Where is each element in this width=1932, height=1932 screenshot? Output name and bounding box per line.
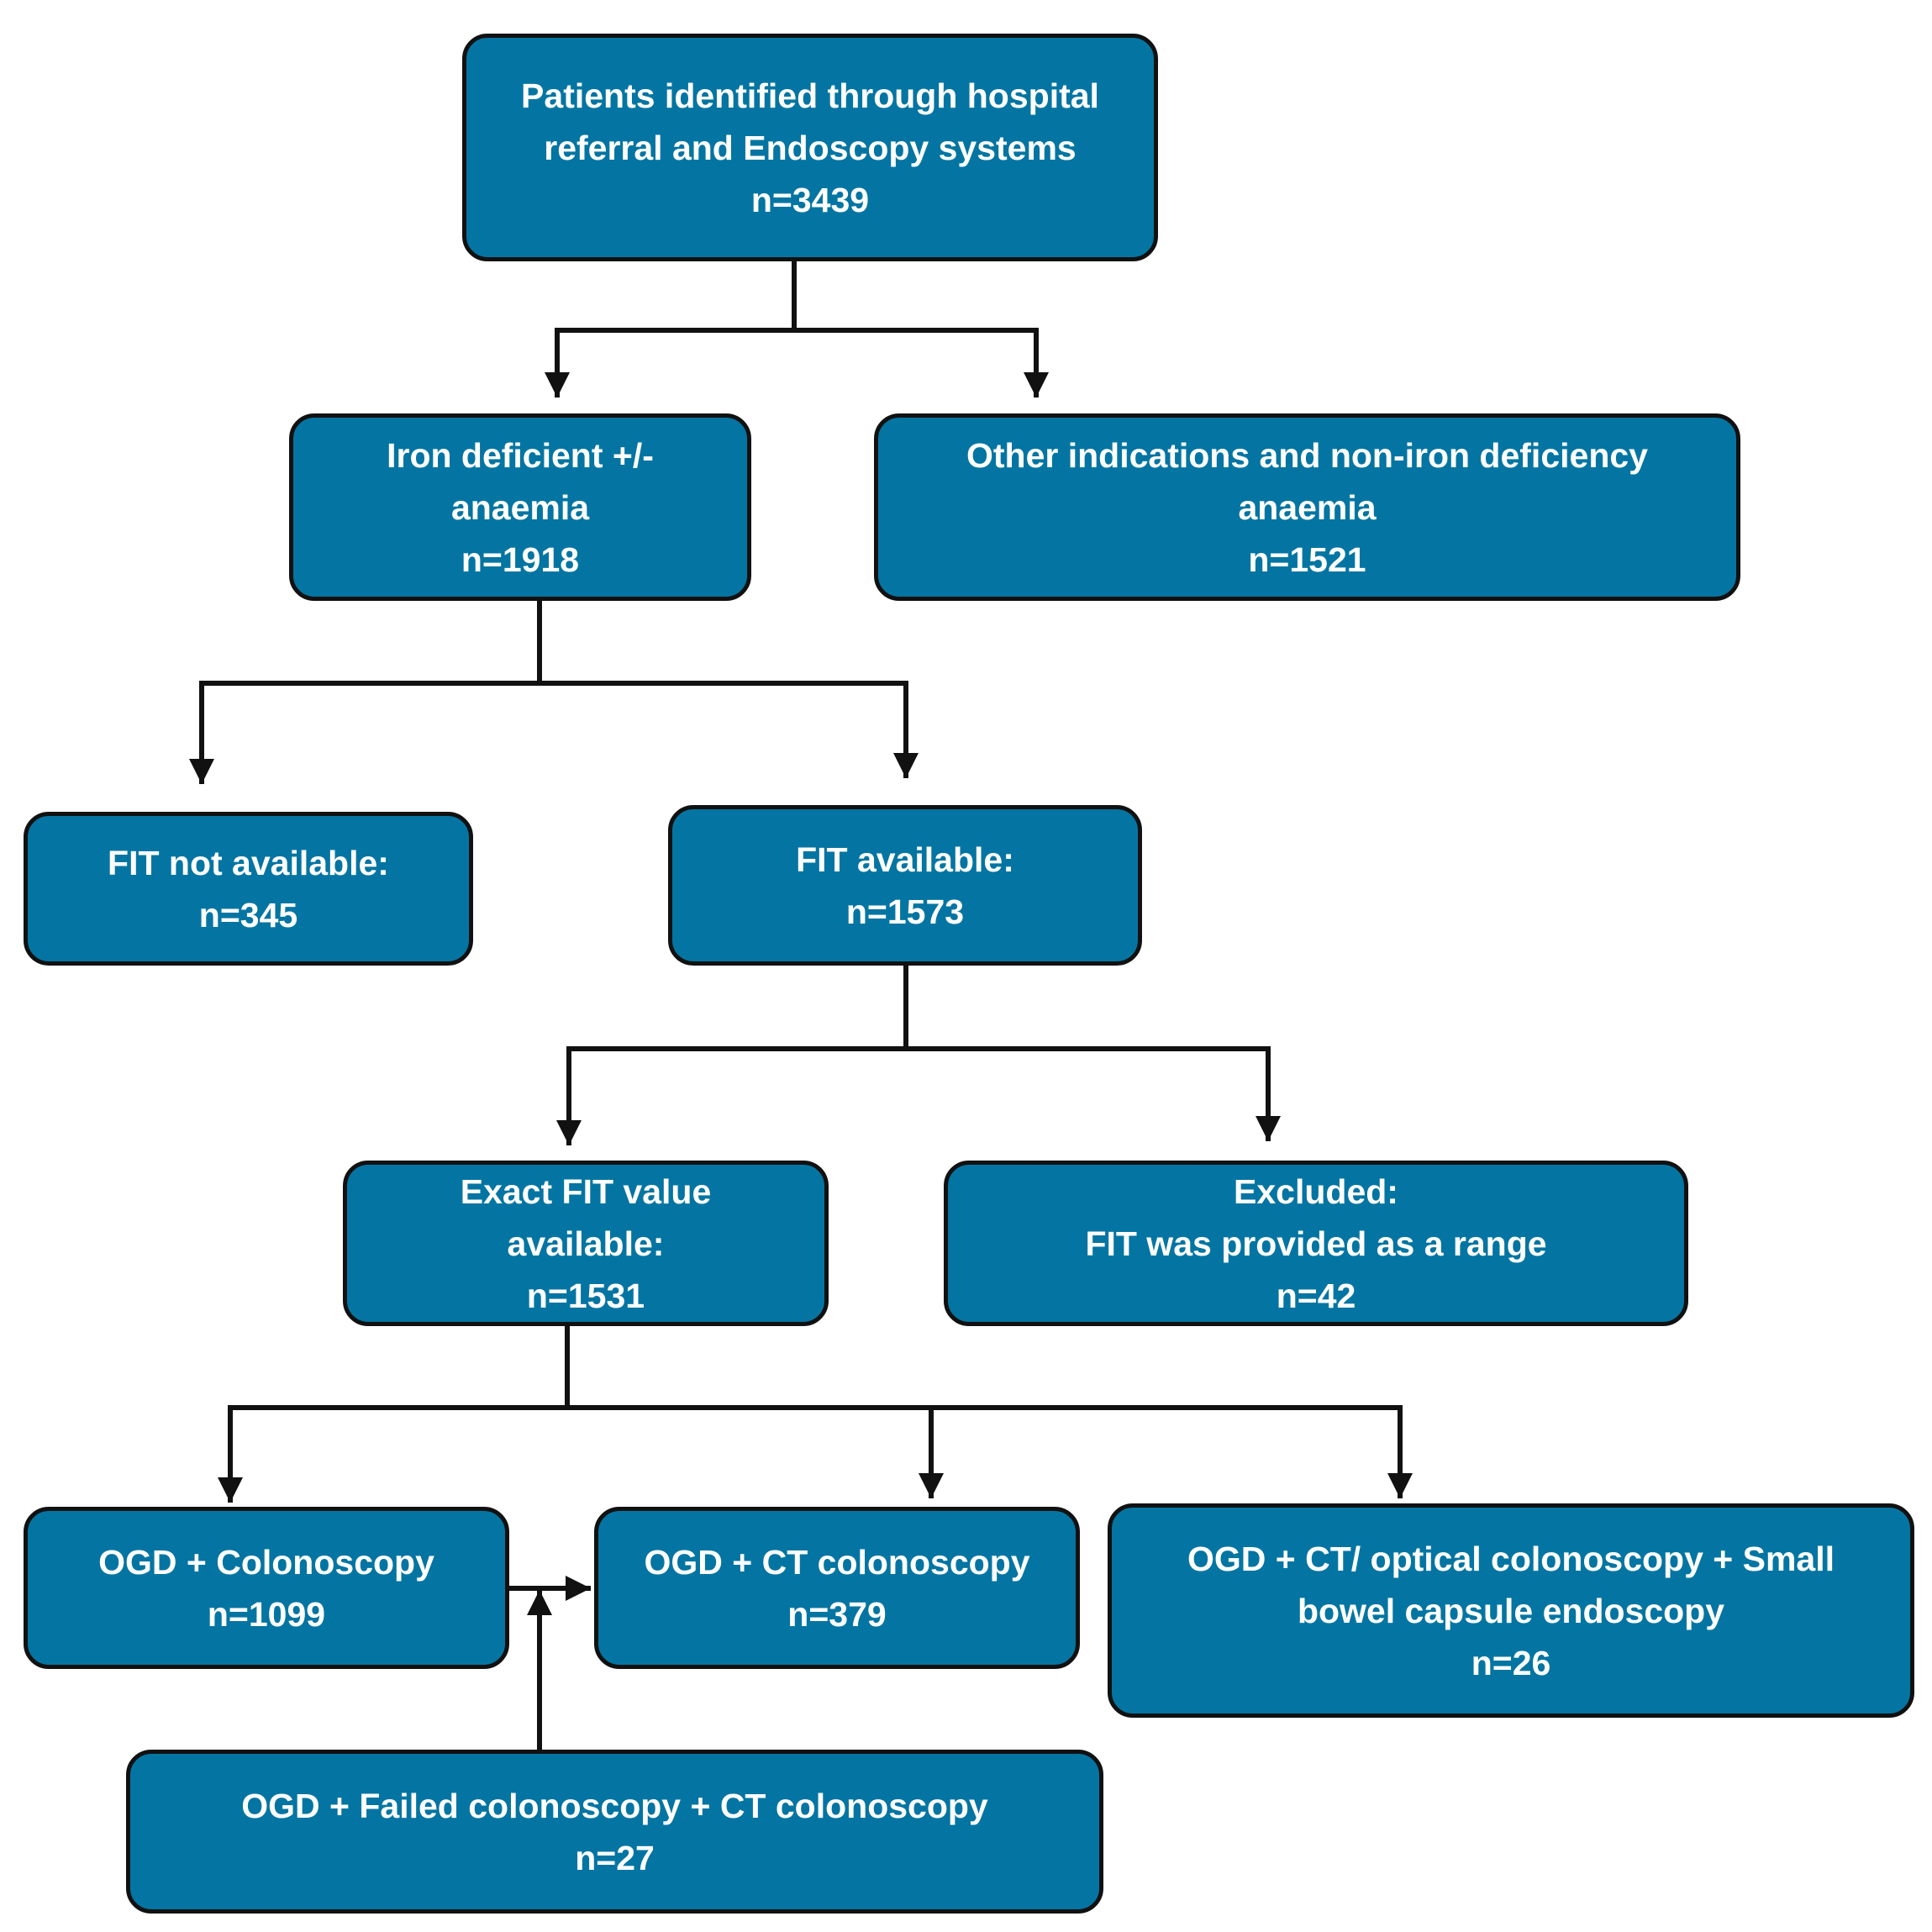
- box-fit-available-line-1: FIT available:: [796, 840, 1014, 879]
- box-ogd-colonoscopy-line-1: OGD + Colonoscopy: [98, 1542, 434, 1582]
- box-iron-deficient-line-1: Iron deficient +/-: [387, 435, 654, 475]
- box-other-indications: Other indications and non-iron deficienc…: [874, 413, 1740, 601]
- box-fit-not-available: FIT not available: n=345: [24, 812, 473, 966]
- box-excluded-line-2: FIT was provided as a range: [1085, 1224, 1547, 1263]
- box-excluded: Excluded: FIT was provided as a range n=…: [944, 1161, 1688, 1326]
- box-ogd-ct-optical-capsule-line-2: bowel capsule endoscopy: [1297, 1591, 1725, 1630]
- box-ogd-ct-colonoscopy: OGD + CT colonoscopy n=379: [594, 1507, 1080, 1669]
- box-ogd-failed-colonoscopy: OGD + Failed colonoscopy + CT colonoscop…: [126, 1750, 1103, 1914]
- box-iron-deficient-line-2: anaemia: [450, 487, 590, 527]
- box-ogd-ct-optical-capsule-line-1: OGD + CT/ optical colonoscopy + Small: [1187, 1539, 1835, 1578]
- box-iron-deficient-count: n=1918: [461, 540, 580, 579]
- box-ogd-ct-optical-capsule-count: n=26: [1471, 1643, 1551, 1682]
- box-fit-available: FIT available: n=1573: [668, 805, 1142, 966]
- box-ogd-failed-colonoscopy-count: n=27: [575, 1838, 655, 1877]
- box-fit-available-count: n=1573: [845, 892, 965, 931]
- box-fit-not-available-line-1: FIT not available:: [108, 843, 389, 882]
- box-exact-fit-value-line-2: available:: [507, 1224, 665, 1263]
- box-exact-fit-value-line-1: Exact FIT value: [460, 1171, 712, 1211]
- box-iron-deficient: Iron deficient +/- anaemia n=1918: [289, 413, 751, 601]
- box-exact-fit-value: Exact FIT value available: n=1531: [343, 1161, 829, 1326]
- box-other-indications-count: n=1521: [1248, 540, 1366, 579]
- box-excluded-line-1: Excluded:: [1234, 1171, 1398, 1211]
- box-patients-identified-line-1: Patients identified through hospital: [521, 76, 1099, 115]
- box-ogd-ct-colonoscopy-line-1: OGD + CT colonoscopy: [644, 1542, 1030, 1582]
- box-ogd-failed-colonoscopy-line-1: OGD + Failed colonoscopy + CT colonoscop…: [241, 1786, 988, 1825]
- box-patients-identified-line-2: referral and Endoscopy systems: [544, 128, 1077, 167]
- box-ogd-colonoscopy-count: n=1099: [207, 1594, 326, 1634]
- box-ogd-ct-optical-capsule: OGD + CT/ optical colonoscopy + Small bo…: [1108, 1503, 1914, 1718]
- box-exact-fit-value-count: n=1531: [526, 1276, 645, 1315]
- box-other-indications-line-2: anaemia: [1238, 487, 1377, 527]
- box-other-indications-line-1: Other indications and non-iron deficienc…: [966, 435, 1648, 475]
- box-patients-identified: Patients identified through hospital ref…: [462, 34, 1158, 261]
- box-ogd-ct-colonoscopy-count: n=379: [787, 1594, 887, 1634]
- box-ogd-colonoscopy: OGD + Colonoscopy n=1099: [24, 1507, 509, 1669]
- box-fit-not-available-count: n=345: [198, 895, 298, 934]
- box-patients-identified-count: n=3439: [750, 180, 870, 219]
- box-excluded-count: n=42: [1276, 1276, 1356, 1315]
